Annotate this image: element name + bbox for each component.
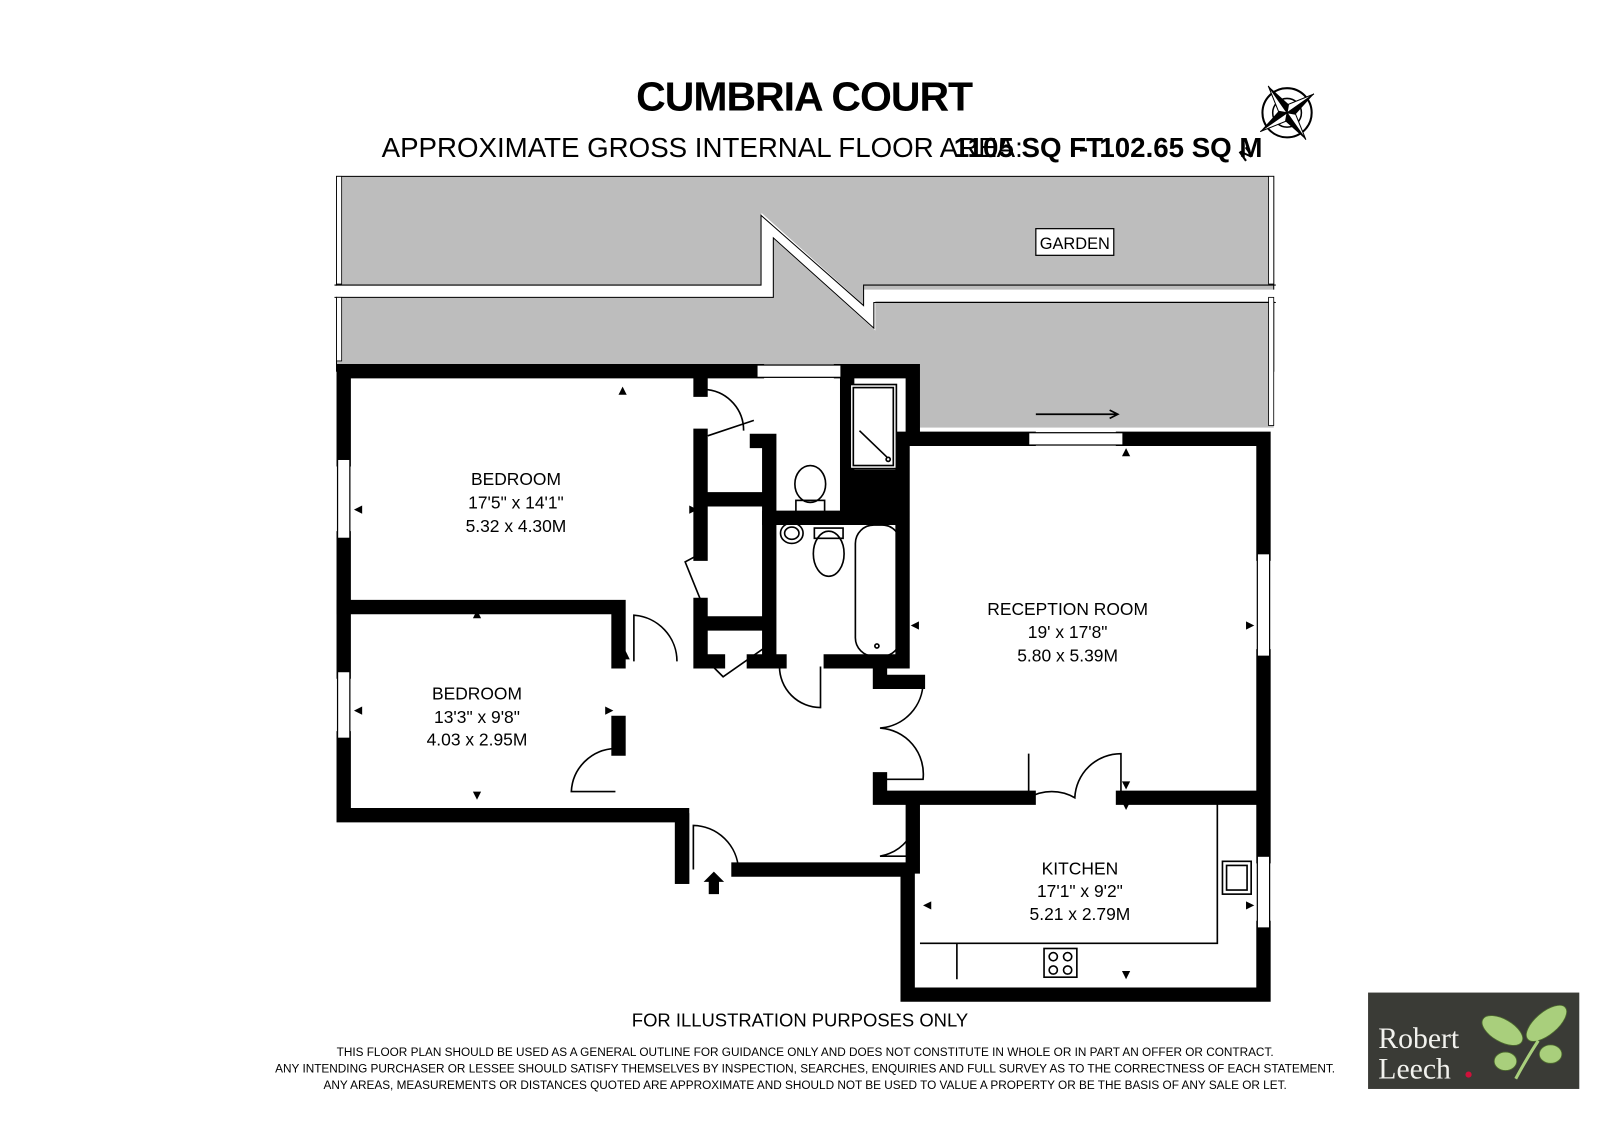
compass-rose-icon: N [1236, 85, 1315, 165]
garden-label: GARDEN [1040, 235, 1110, 253]
entrance-arrow-icon [703, 871, 725, 895]
garden-area: GARDEN [334, 175, 1276, 428]
svg-text:5.32 x 4.30M: 5.32 x 4.30M [466, 516, 567, 536]
svg-text:17'1" x 9'2": 17'1" x 9'2" [1037, 881, 1123, 901]
area-sqft: 1105 SQ FT [954, 132, 1103, 163]
svg-text:17'5" x 14'1": 17'5" x 14'1" [468, 493, 564, 513]
svg-text:5.80 x 5.39M: 5.80 x 5.39M [1017, 645, 1118, 665]
area-sqm: 102.65 SQ M [1099, 132, 1262, 163]
area-label: APPROXIMATE GROSS INTERNAL FLOOR AREA: [382, 132, 1023, 163]
windows [336, 364, 1271, 929]
area-separator: - [1079, 132, 1088, 163]
page-title: CUMBRIA COURT [636, 74, 973, 120]
robert-leech-logo: Robert Leech [1368, 992, 1580, 1089]
disclaimer-line-2: ANY INTENDING PURCHASER OR LESSEE SHOULD… [275, 1063, 1335, 1076]
svg-text:RECEPTION ROOM: RECEPTION ROOM [987, 599, 1148, 619]
illustration-note: FOR ILLUSTRATION PURPOSES ONLY [632, 1009, 968, 1030]
oak-leaf-icon [1481, 1004, 1568, 1080]
room-bedroom-2: BEDROOM 13'3" x 9'8" 4.03 x 2.95M [427, 683, 528, 749]
svg-text:BEDROOM: BEDROOM [471, 469, 561, 489]
disclaimer-line-1: THIS FLOOR PLAN SHOULD BE USED AS A GENE… [337, 1046, 1274, 1059]
svg-text:Leech: Leech [1378, 1054, 1451, 1086]
room-kitchen: KITCHEN 17'1" x 9'2" 5.21 x 2.79M [1030, 859, 1131, 924]
disclaimer-line-3: ANY AREAS, MEASUREMENTS OR DISTANCES QUO… [323, 1079, 1286, 1092]
svg-text:Robert: Robert [1378, 1023, 1460, 1055]
svg-text:5.21 x 2.79M: 5.21 x 2.79M [1030, 904, 1131, 924]
svg-text:4.03 x 2.95M: 4.03 x 2.95M [427, 729, 528, 749]
svg-text:13'3" x 9'8": 13'3" x 9'8" [434, 707, 520, 727]
svg-text:BEDROOM: BEDROOM [432, 683, 522, 703]
measurement-arrows [353, 386, 1255, 980]
fixtures [779, 383, 1252, 980]
svg-text:19' x 17'8": 19' x 17'8" [1028, 622, 1108, 642]
room-bedroom-1: BEDROOM 17'5" x 14'1" 5.32 x 4.30M [466, 469, 567, 536]
svg-text:KITCHEN: KITCHEN [1042, 859, 1118, 879]
doors [570, 388, 1122, 870]
room-reception: RECEPTION ROOM 19' x 17'8" 5.80 x 5.39M [987, 599, 1148, 665]
